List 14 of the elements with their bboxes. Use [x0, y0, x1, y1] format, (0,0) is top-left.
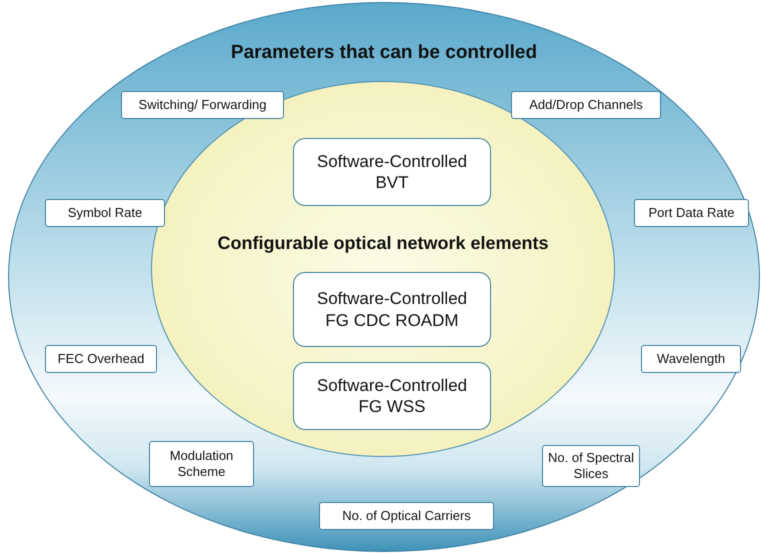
- parameter-box: FEC Overhead: [45, 345, 157, 373]
- element-box: Software-Controlled FG CDC ROADM: [293, 272, 491, 347]
- parameter-box: Symbol Rate: [45, 199, 165, 227]
- parameter-box: Switching/ Forwarding: [121, 91, 284, 119]
- element-box: Software-Controlled BVT: [293, 138, 491, 206]
- element-box: Software-Controlled FG WSS: [293, 362, 491, 430]
- parameter-box: Modulation Scheme: [149, 441, 254, 487]
- parameter-box: Wavelength: [641, 345, 741, 373]
- parameter-box: Port Data Rate: [634, 199, 749, 227]
- parameter-box: Add/Drop Channels: [511, 91, 661, 119]
- parameter-box: No. of Spectral Slices: [542, 445, 640, 487]
- inner-title: Configurable optical network elements: [216, 232, 550, 255]
- outer-title: Parameters that can be controlled: [230, 41, 538, 65]
- parameter-box: No. of Optical Carriers: [319, 502, 494, 530]
